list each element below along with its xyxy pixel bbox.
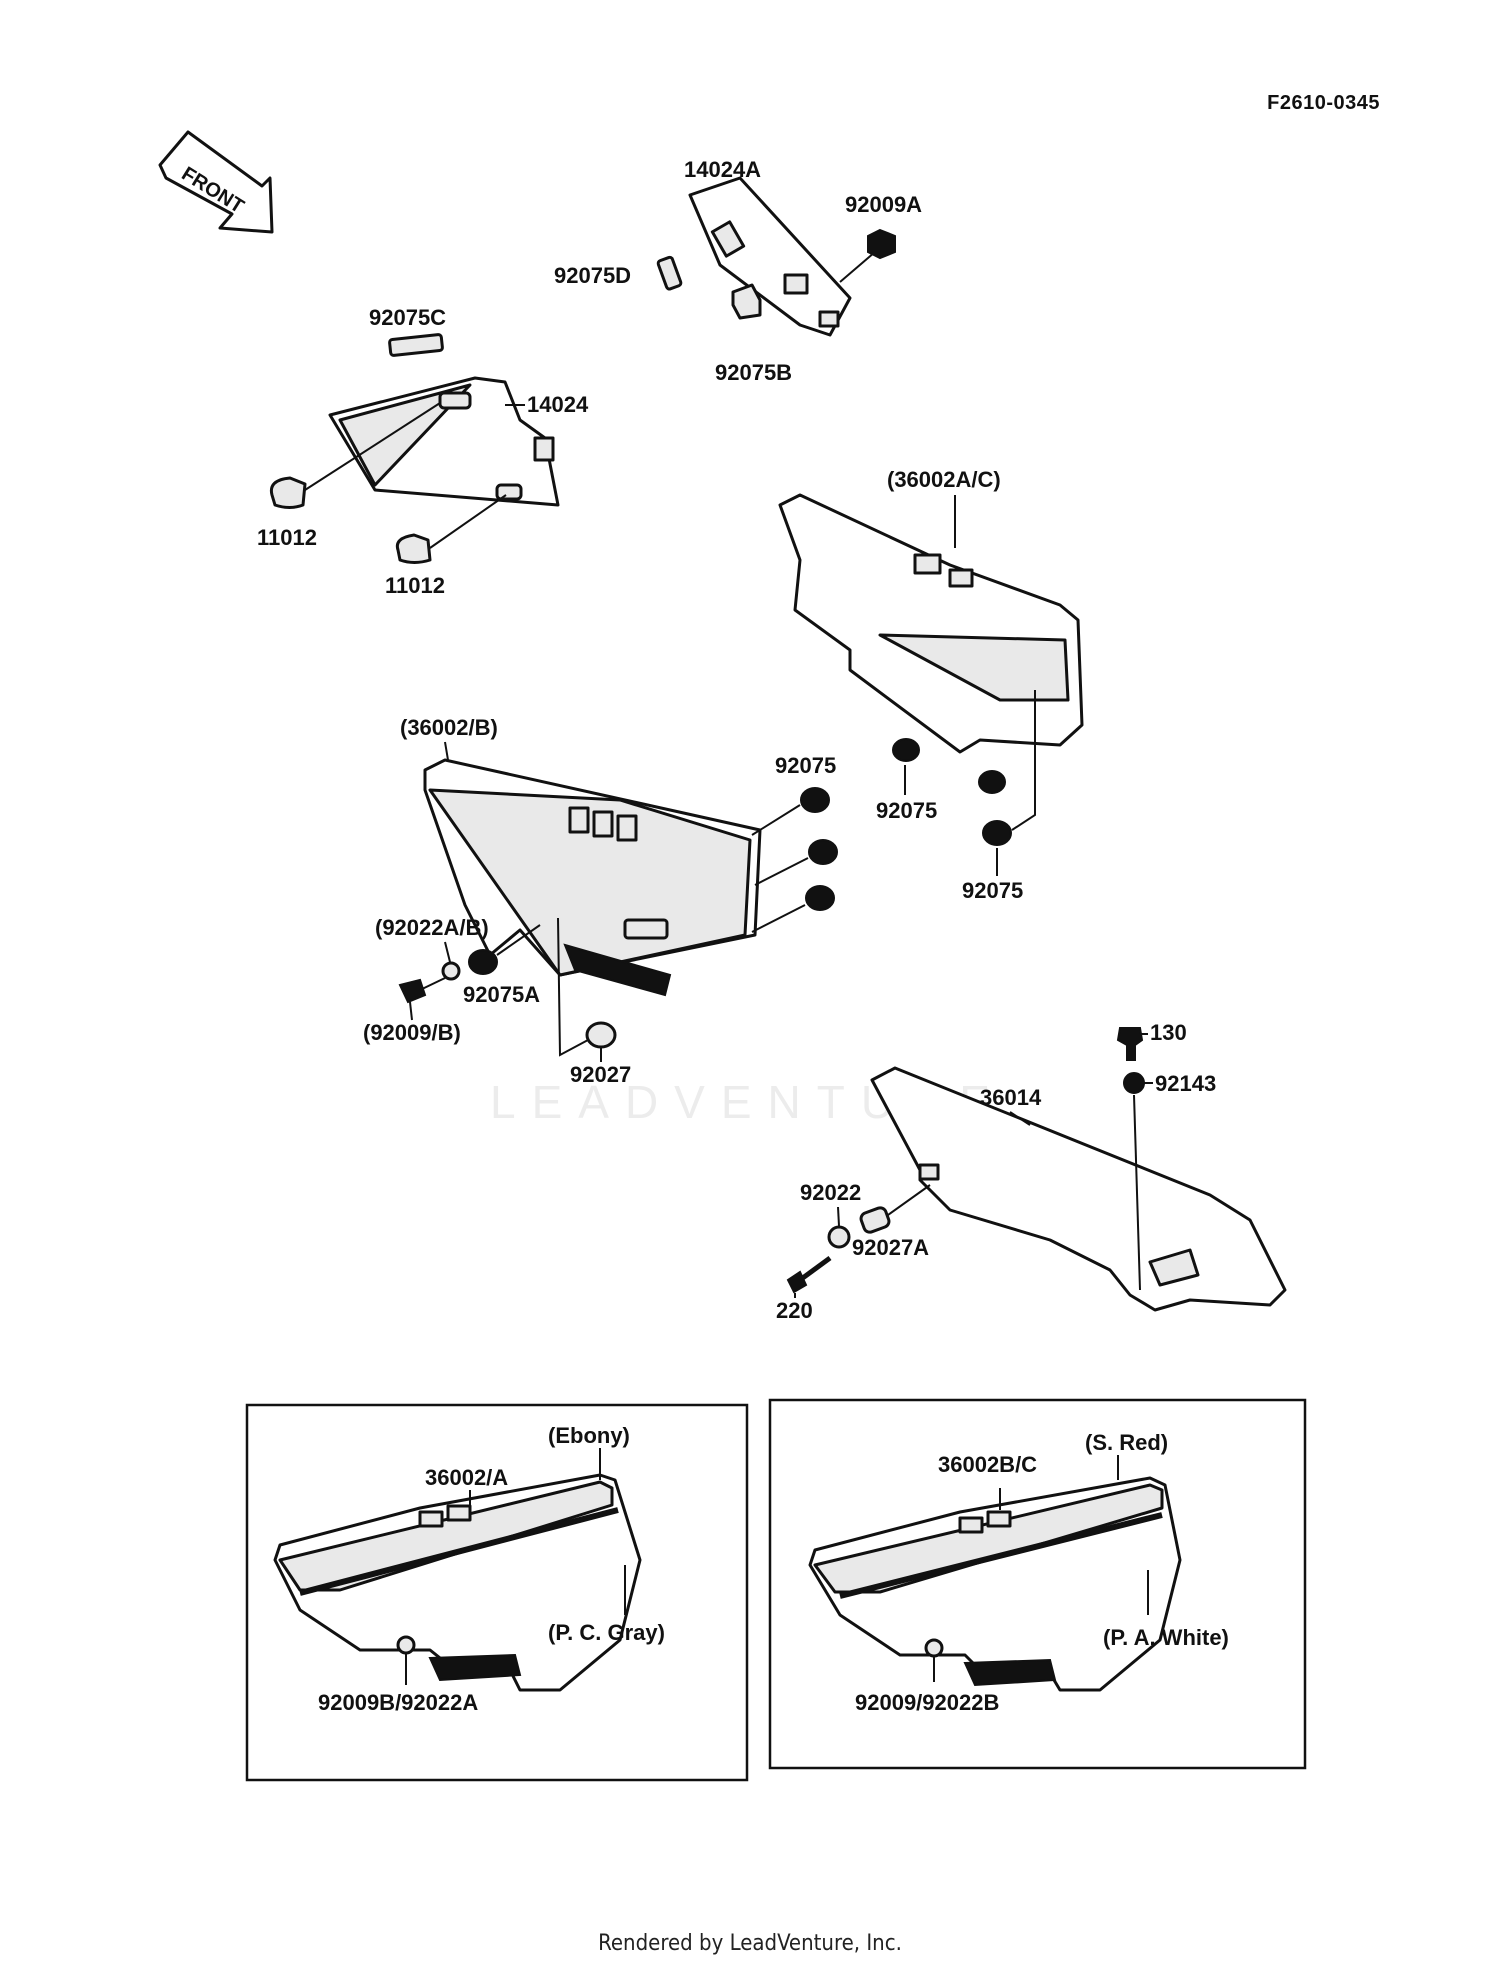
grommet-92075-6 [982, 690, 1036, 846]
label-14024: 14024 [527, 392, 589, 417]
grommet-92075C [388, 333, 444, 357]
grommet-92075-4 [892, 738, 920, 762]
label-14024A: 14024A [684, 157, 761, 182]
inset-right-fasteners: 92009/92022B [855, 1690, 999, 1715]
footer-credit: Rendered by LeadVenture, Inc. [598, 1931, 902, 1956]
clip-11012-upper [269, 402, 441, 509]
label-11012-lower: 11012 [385, 573, 445, 598]
front-arrow-icon: FRONT [158, 130, 274, 234]
bolt-92009A [839, 228, 896, 283]
inset-right-color-top: (S. Red) [1085, 1430, 1168, 1455]
label-92022AB: (92022A/B) [375, 915, 489, 940]
cover-14024 [328, 376, 560, 507]
collar-92027A [859, 1184, 931, 1234]
label-36014: 36014 [980, 1085, 1042, 1110]
label-92075-b: 92075 [876, 798, 937, 823]
label-92022: 92022 [800, 1180, 861, 1205]
label-92009A: 92009A [845, 192, 922, 217]
cover-36002AC [778, 493, 1084, 754]
inset-right: 36002B/C (S. Red) (P. A. White) 92009/92… [768, 1398, 1307, 1770]
collar-92027 [557, 917, 617, 1057]
label-92075B: 92075B [715, 360, 792, 385]
inset-right-part: 36002B/C [938, 1452, 1037, 1477]
inset-left-part: 36002/A [425, 1465, 508, 1490]
label-130: 130 [1150, 1020, 1187, 1045]
grommet-92075-1 [751, 787, 830, 836]
label-92075-c: 92075 [962, 878, 1023, 903]
label-92027: 92027 [570, 1062, 631, 1087]
grommet-92075-3 [751, 885, 835, 933]
label-92075A: 92075A [463, 982, 540, 1007]
label-92009B: (92009/B) [363, 1020, 461, 1045]
grommet-92075-2 [754, 839, 838, 886]
grommet-92075D [656, 255, 683, 291]
washer-92022AB [441, 961, 461, 981]
washer-92022 [827, 1225, 851, 1249]
label-36002AC: (36002A/C) [887, 467, 1001, 492]
clip-11012-lower [395, 494, 507, 564]
label-220: 220 [776, 1298, 813, 1323]
inset-left-color-top: (Ebony) [548, 1423, 630, 1448]
label-11012-upper: 11012 [257, 525, 317, 550]
bolt-130 [1116, 1027, 1144, 1061]
grommet-92075B [731, 283, 762, 320]
inset-right-color-bottom: (P. A. White) [1103, 1625, 1229, 1650]
inset-left: 36002/A (Ebony) (P. C. Gray) 92009B/9202… [245, 1403, 749, 1782]
label-92075C: 92075C [369, 305, 446, 330]
cover-36002B [423, 758, 762, 997]
label-92075D: 92075D [554, 263, 631, 288]
inset-left-color-bottom: (P. C. Gray) [548, 1620, 665, 1645]
bolt-92009B [398, 977, 446, 1004]
label-92075-a: 92075 [775, 753, 836, 778]
cover-14024A [688, 176, 852, 337]
chain-cover-36014 [870, 1066, 1287, 1312]
grommet-92075-5 [978, 770, 1006, 794]
label-92143: 92143 [1155, 1071, 1216, 1096]
label-36002B: (36002/B) [400, 715, 498, 740]
bolt-220 [786, 1255, 832, 1294]
label-92027A: 92027A [852, 1235, 929, 1260]
grommet-92075A [468, 924, 541, 975]
inset-left-fasteners: 92009B/92022A [318, 1690, 478, 1715]
diagram-code: F2610-0345 [1267, 92, 1380, 114]
